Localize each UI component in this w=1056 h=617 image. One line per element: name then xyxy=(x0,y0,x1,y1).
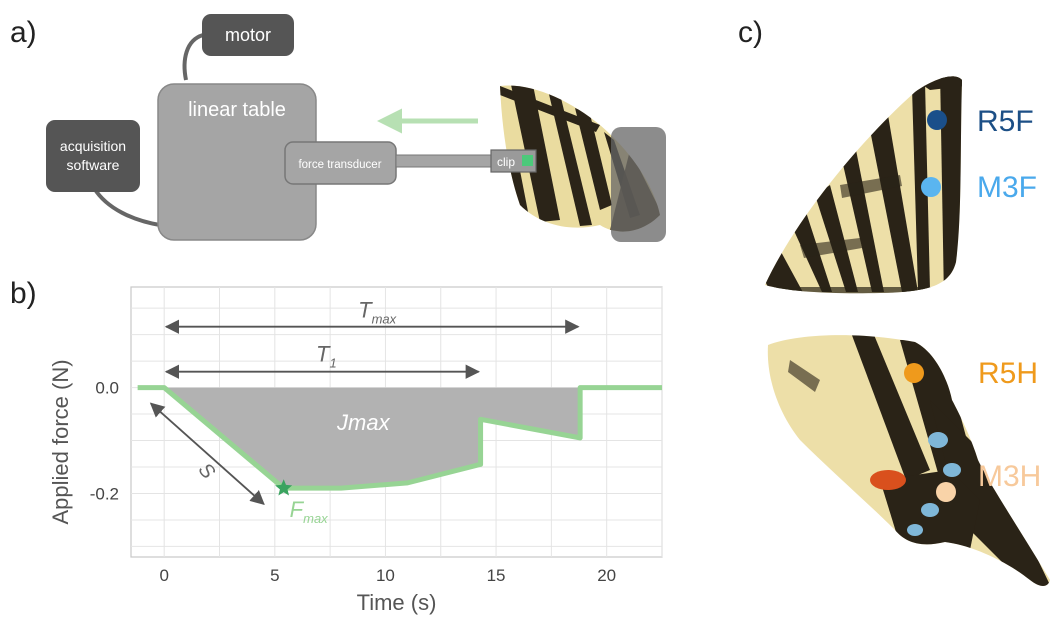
y-axis-title: Applied force (N) xyxy=(48,359,73,524)
clip-marker xyxy=(522,155,533,166)
fmax-label: Fmax xyxy=(290,497,329,526)
x-tick-label: 0 xyxy=(159,566,168,585)
clip-label: clip xyxy=(497,155,515,169)
x-axis-title: Time (s) xyxy=(357,590,437,615)
spot-r5f xyxy=(927,110,947,130)
spot-label-r5h: R5H xyxy=(978,357,1038,390)
y-tick-label: -0.2 xyxy=(90,484,119,503)
spot-m3h xyxy=(936,482,956,502)
jmax-label: Jmax xyxy=(336,410,391,435)
x-tick-label: 10 xyxy=(376,566,395,585)
linear-table-label: linear table xyxy=(188,99,286,121)
spot-label-m3f: M3F xyxy=(977,171,1037,204)
spot-label-r5f: R5F xyxy=(977,105,1034,138)
motor-box xyxy=(202,14,294,56)
x-tick-label: 15 xyxy=(487,566,506,585)
x-tick-label: 5 xyxy=(270,566,279,585)
acquisition-label-line1: acquisition xyxy=(60,138,126,154)
transducer-rod xyxy=(395,154,494,168)
force-transducer-label: force transducer xyxy=(298,159,381,171)
motor-cable xyxy=(182,33,204,81)
t1-label: T1 xyxy=(316,342,337,371)
spot-label-m3h: M3H xyxy=(978,460,1041,493)
tmax-label: Tmax xyxy=(358,298,397,327)
fmax-star-marker xyxy=(275,479,293,496)
panel-b-label: b) xyxy=(10,277,37,310)
spot-m3f xyxy=(921,177,941,197)
x-axis-ticks: 0 5 10 15 20 xyxy=(159,566,616,585)
y-axis-ticks: 0.0 -0.2 xyxy=(90,379,119,504)
wing-holder-block xyxy=(611,127,666,242)
s-arrow xyxy=(149,402,265,506)
acquisition-software-box xyxy=(46,120,140,192)
forewing-illustration xyxy=(765,76,962,294)
motor-label: motor xyxy=(225,25,271,45)
panel-a-label: a) xyxy=(10,16,37,49)
panel-c-label: c) xyxy=(738,16,763,49)
y-tick-label: 0.0 xyxy=(95,379,119,398)
spot-r5h xyxy=(904,363,924,383)
force-time-chart: 0 5 10 15 20 0.0 -0.2 Time (s) Applied force … xyxy=(48,286,663,615)
x-tick-label: 20 xyxy=(597,566,616,585)
acquisition-label-line2: software xyxy=(67,157,120,173)
